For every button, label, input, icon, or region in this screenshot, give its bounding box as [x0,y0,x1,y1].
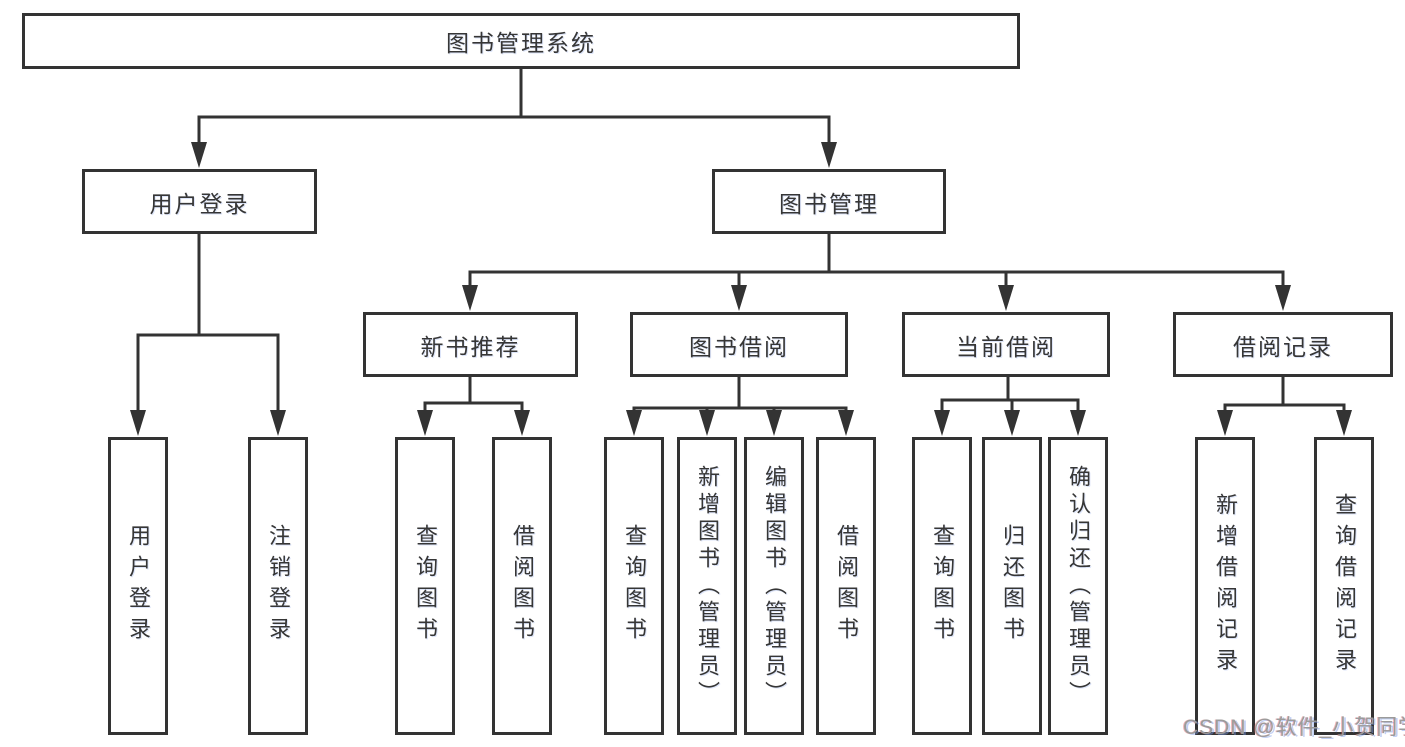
leaf-confirm-return-admin: 确认归还（管理员） [1048,437,1108,735]
node-library-management-system: 图书管理系统 [22,13,1020,69]
node-label: 新增借阅记录 [1213,493,1238,679]
arrowhead [1070,410,1086,436]
arrowhead [270,410,286,436]
arrowhead [766,410,782,436]
leaf-query-borrow-record: 查询借阅记录 [1314,437,1374,735]
node-label: 查询图书 [413,524,438,648]
arrowhead [514,410,530,436]
leaf-return-book: 归还图书 [982,437,1042,735]
arrowhead [626,410,642,436]
connector-new-book-recommend [423,375,524,416]
arrowhead [1336,410,1352,436]
leaf-borrow-books: 借阅图书 [816,437,876,735]
connector-book-borrow [632,375,848,416]
arrowhead [191,142,207,168]
arrowhead [1217,410,1233,436]
leaf-add-borrow-record: 新增借阅记录 [1195,437,1255,735]
node-label: 编辑图书（管理员） [762,464,787,708]
node-label: 图书管理系统 [446,30,596,56]
connector-book-management [468,232,1285,291]
arrowhead [998,285,1014,311]
arrowhead [417,410,433,436]
node-label: 借阅记录 [1233,333,1333,360]
leaf-query-books-recommend: 查询图书 [395,437,455,735]
node-label: 借阅图书 [834,524,859,648]
arrowhead [731,285,747,311]
connector-user-login [136,232,280,415]
arrowhead [934,410,950,436]
node-book-management: 图书管理 [712,169,946,234]
leaf-add-book-admin: 新增图书（管理员） [677,437,737,735]
node-label: 归还图书 [1000,524,1025,648]
node-label: 当前借阅 [956,333,1056,360]
arrowhead [1275,285,1291,311]
connector-root-to-level2 [197,67,831,148]
csdn-watermark: CSDN @软件_小贺同学 [1183,716,1405,739]
node-label: 用户登录 [126,524,151,648]
arrowhead [699,410,715,436]
node-label: 查询图书 [930,524,955,648]
node-label: 借阅图书 [510,524,535,648]
node-label: 图书管理 [779,190,879,217]
arrowhead [130,410,146,436]
node-label: 确认归还（管理员） [1066,464,1091,708]
leaf-user-login: 用户登录 [108,437,168,735]
arrowhead [1004,410,1020,436]
leaf-query-books-current: 查询图书 [912,437,972,735]
node-label: 用户登录 [149,190,250,217]
leaf-edit-book-admin: 编辑图书（管理员） [744,437,804,735]
node-label: 注销登录 [266,524,291,648]
leaf-logout: 注销登录 [248,437,308,735]
node-label: 新增图书（管理员） [695,464,720,708]
arrowhead [821,142,837,168]
arrowhead [462,285,478,311]
node-new-book-recommend: 新书推荐 [363,312,578,377]
node-label: 查询借阅记录 [1332,493,1357,679]
node-book-borrow: 图书借阅 [630,312,848,377]
node-borrow-record: 借阅记录 [1173,312,1393,377]
node-current-borrow: 当前借阅 [902,312,1110,377]
connector-borrow-record [1223,375,1346,416]
node-label: 新书推荐 [420,333,521,360]
arrowhead [838,410,854,436]
leaf-query-books-borrow: 查询图书 [604,437,664,735]
node-label: 查询图书 [622,524,647,648]
node-user-login: 用户登录 [82,169,317,234]
leaf-borrow-books-recommend: 借阅图书 [492,437,552,735]
connector-current-borrow [940,375,1080,416]
node-label: 图书借阅 [689,333,789,360]
